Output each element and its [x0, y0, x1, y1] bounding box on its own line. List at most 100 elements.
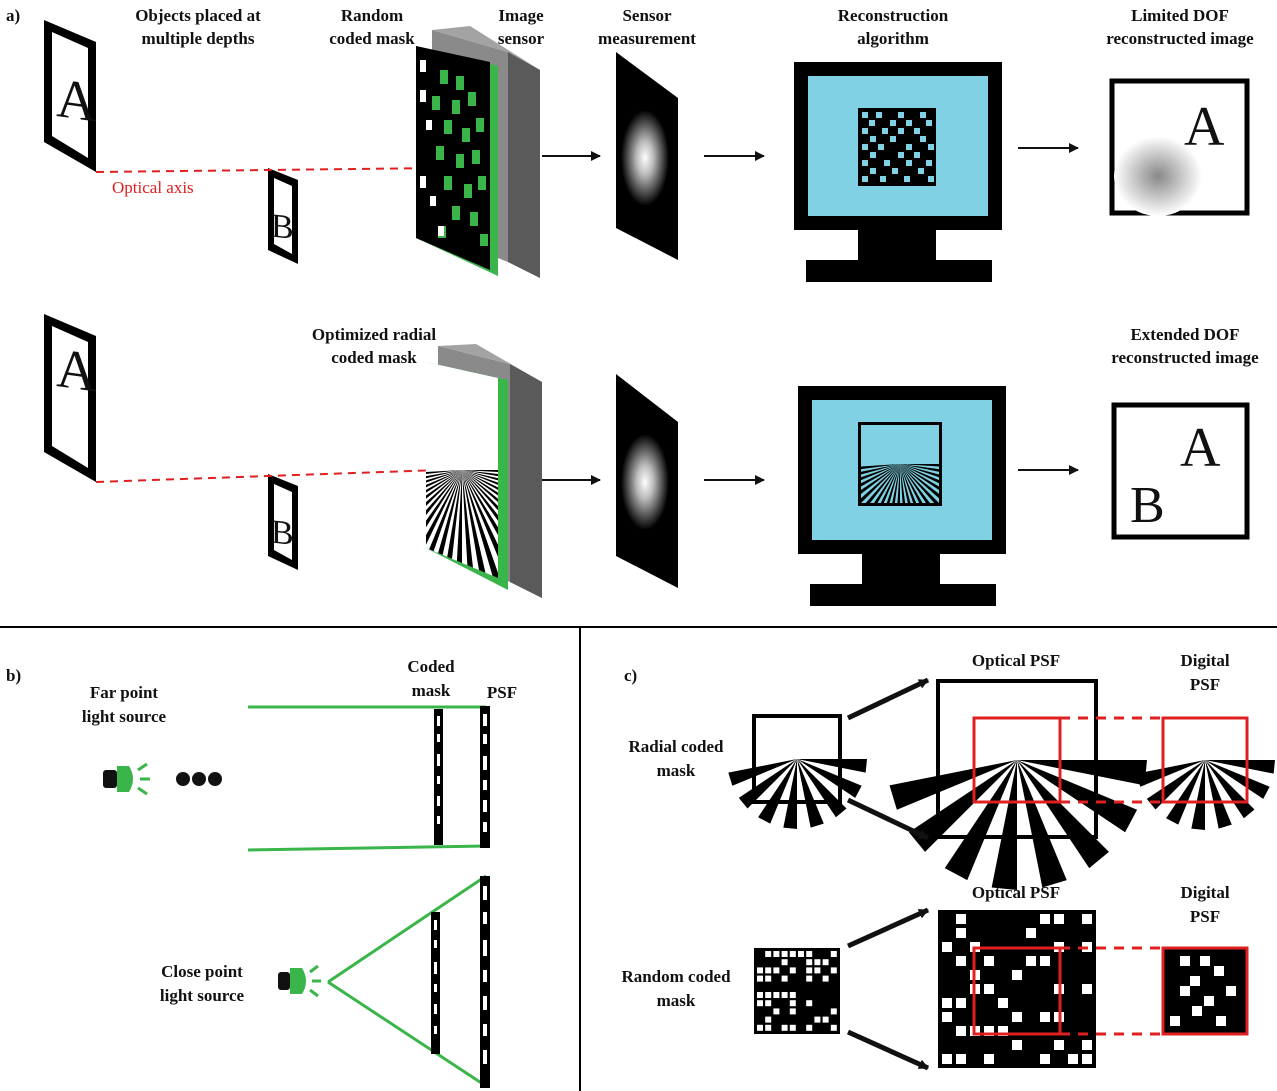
- mask-cell: [789, 1008, 796, 1015]
- mask-cell: [998, 998, 1008, 1008]
- star-wedge: [900, 464, 939, 503]
- radial-arrow-up: [846, 677, 930, 721]
- mask-cell: [984, 984, 994, 994]
- mask-cell: [781, 951, 788, 957]
- mask-cell: [942, 1012, 952, 1022]
- panel-c-letter: c): [624, 666, 637, 685]
- mask-cell: [984, 956, 994, 966]
- star-wedge: [426, 470, 462, 578]
- star-wedge: [865, 464, 900, 503]
- measurement-label-1: Sensor: [622, 6, 672, 25]
- mask-cell: [765, 992, 772, 998]
- mask-cell: [1012, 1040, 1022, 1050]
- star-wedge: [1017, 760, 1147, 786]
- mask-cell: [1012, 970, 1022, 980]
- extended-b-letter: B: [1130, 477, 1165, 534]
- star-wedge: [1146, 760, 1205, 810]
- mask-cell: [822, 959, 829, 966]
- close-ray-bottom: [327, 980, 487, 1088]
- sensor-measurement-bottom: [616, 374, 678, 588]
- optical-axis-line-bottom: [95, 469, 441, 483]
- star-wedge: [758, 759, 797, 824]
- optical-axis-label: Optical axis: [112, 178, 194, 197]
- star-wedge: [462, 470, 498, 578]
- limited-a-letter: A: [1184, 96, 1225, 158]
- mask-cell: [830, 1008, 837, 1015]
- mask-cell: [789, 992, 796, 998]
- digital-psf-radial: [1136, 716, 1275, 830]
- mask-cell: [765, 1000, 772, 1007]
- object-b-letter-bottom: B: [271, 514, 294, 553]
- mask-cell: [765, 1024, 772, 1031]
- mask-cell: [757, 967, 763, 974]
- random-label-2: mask: [657, 991, 696, 1010]
- psf-bar-far: [480, 706, 490, 848]
- star-wedge: [944, 760, 1017, 881]
- random-mask-label-2: coded mask: [329, 29, 415, 48]
- object-b-frame-bottom: B: [268, 474, 298, 570]
- star-wedge: [1205, 760, 1270, 799]
- star-wedge: [1017, 760, 1138, 833]
- mask-cell: [830, 967, 837, 974]
- mask-cell: [956, 956, 966, 966]
- star-wedge: [462, 470, 498, 578]
- optical-psf-radial: [889, 679, 1147, 890]
- optical-axis-line: [95, 167, 441, 173]
- radial-label-2: mask: [657, 761, 696, 780]
- radial-coded-mask-small: [728, 714, 867, 829]
- star-wedge: [797, 759, 847, 818]
- far-light-source-icon: [103, 762, 150, 796]
- extended-label-1: Extended DOF: [1130, 325, 1239, 344]
- star-wedge: [897, 464, 900, 503]
- sensor-label-1: Image: [498, 6, 544, 25]
- mask-cell: [1082, 1054, 1092, 1064]
- mask-cell: [1082, 914, 1092, 924]
- random-label-1: Random coded: [621, 967, 731, 986]
- limited-dof-image: A: [1109, 78, 1250, 216]
- object-b-frame-top: B: [268, 168, 298, 264]
- far-label-1: Far point: [90, 683, 159, 702]
- mask-cell: [1040, 914, 1050, 924]
- digital-psf-label-bottom-1: Digital: [1180, 883, 1229, 902]
- mask-cell: [757, 1024, 763, 1031]
- star-wedge: [426, 470, 462, 556]
- object-a-frame-top: A: [44, 20, 97, 172]
- random-coded-mask-small: [754, 948, 840, 1034]
- star-wedge: [886, 464, 900, 503]
- mask-cell: [773, 992, 780, 998]
- mask-cell: [1082, 1040, 1092, 1050]
- radial-arrow-down: [846, 797, 930, 841]
- sensor-measurement-top: [616, 52, 678, 260]
- star-wedge: [462, 470, 480, 578]
- mask-cell: [1040, 956, 1050, 966]
- mask-cell: [998, 1026, 1008, 1036]
- mask-cell: [789, 951, 796, 957]
- close-label-2: light source: [160, 986, 245, 1005]
- star-wedge: [783, 759, 797, 829]
- digital-psf-label-bottom-2: PSF: [1190, 907, 1220, 926]
- mask-cell: [773, 967, 780, 974]
- star-wedge: [861, 464, 900, 481]
- limited-label-2: reconstructed image: [1106, 29, 1254, 48]
- mask-cell: [806, 1024, 813, 1031]
- mask-cell: [1054, 1040, 1064, 1050]
- digital-psf-label-top-1: Digital: [1180, 651, 1229, 670]
- mask-cell: [814, 967, 821, 974]
- radial-label-1: Radial coded: [629, 737, 724, 756]
- mask-cell: [1026, 928, 1036, 938]
- mask-cell: [765, 951, 772, 957]
- mask-cell: [789, 1000, 796, 1007]
- star-wedge: [1205, 760, 1255, 819]
- star-wedge: [991, 760, 1017, 890]
- psf-bar-close: [480, 876, 490, 1088]
- star-wedge: [892, 464, 900, 503]
- mask-cell: [806, 1000, 813, 1007]
- object-a-letter-bottom: A: [56, 337, 97, 404]
- star-wedge: [900, 464, 939, 467]
- star-wedge: [797, 759, 867, 773]
- measurement-label-2: measurement: [598, 29, 696, 48]
- mask-cell: [781, 1024, 788, 1031]
- mask-cell: [757, 1000, 763, 1007]
- mask-cell: [814, 959, 821, 966]
